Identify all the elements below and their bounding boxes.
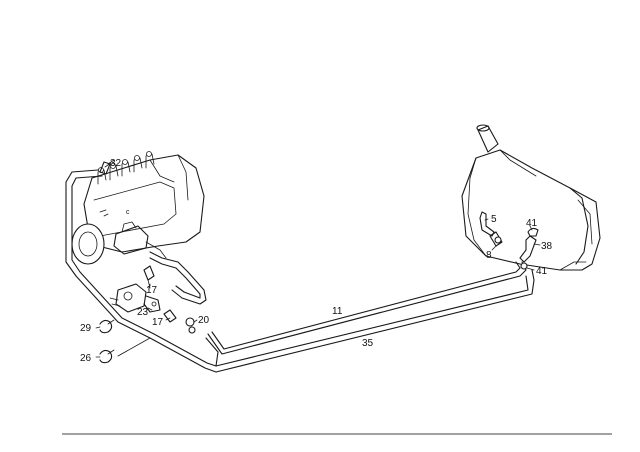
bracket-5 — [479, 211, 495, 237]
callout-41-upper: 41 — [526, 218, 538, 229]
callout-26: 26 — [80, 353, 92, 364]
hollow-bolt-17-upper — [143, 265, 155, 281]
fuel-tank — [461, 124, 601, 271]
clamp-26 — [99, 349, 115, 364]
leader-lines — [95, 162, 541, 358]
clip-41-lower — [520, 262, 528, 270]
svg-text:c: c — [126, 209, 130, 216]
callout-35: 35 — [362, 338, 374, 349]
injection-pump-assembly: c — [71, 151, 205, 265]
callout-23: 23 — [137, 307, 149, 318]
fuel-filter-housing — [115, 283, 147, 313]
callout-41-lower: 41 — [536, 266, 548, 277]
feed-pump — [113, 225, 149, 255]
callout-5: 5 — [491, 214, 497, 225]
fuel-line-35 — [205, 269, 535, 373]
callout-17-lower: 17 — [152, 317, 164, 328]
pump-end-cover — [71, 223, 105, 265]
callout-38: 38 — [541, 241, 553, 252]
return-line — [65, 169, 217, 373]
callout-11: 11 — [332, 306, 343, 317]
hose-38 — [519, 235, 537, 263]
callout-labels: 32 5 41 38 8 41 17 23 17 20 29 26 11 35 — [80, 158, 553, 364]
clamp-29 — [99, 319, 115, 334]
filler-neck — [477, 125, 499, 153]
fuel-filter-lines — [109, 251, 207, 334]
callout-20: 20 — [198, 315, 210, 326]
clamp-20 — [185, 317, 195, 327]
hose-8 — [489, 231, 503, 247]
seal-ring-23 — [143, 295, 161, 313]
callout-17-upper: 17 — [146, 285, 158, 296]
clip-41-upper — [527, 227, 539, 237]
callout-8: 8 — [486, 250, 492, 261]
callout-32: 32 — [110, 158, 122, 169]
callout-29: 29 — [80, 323, 92, 334]
